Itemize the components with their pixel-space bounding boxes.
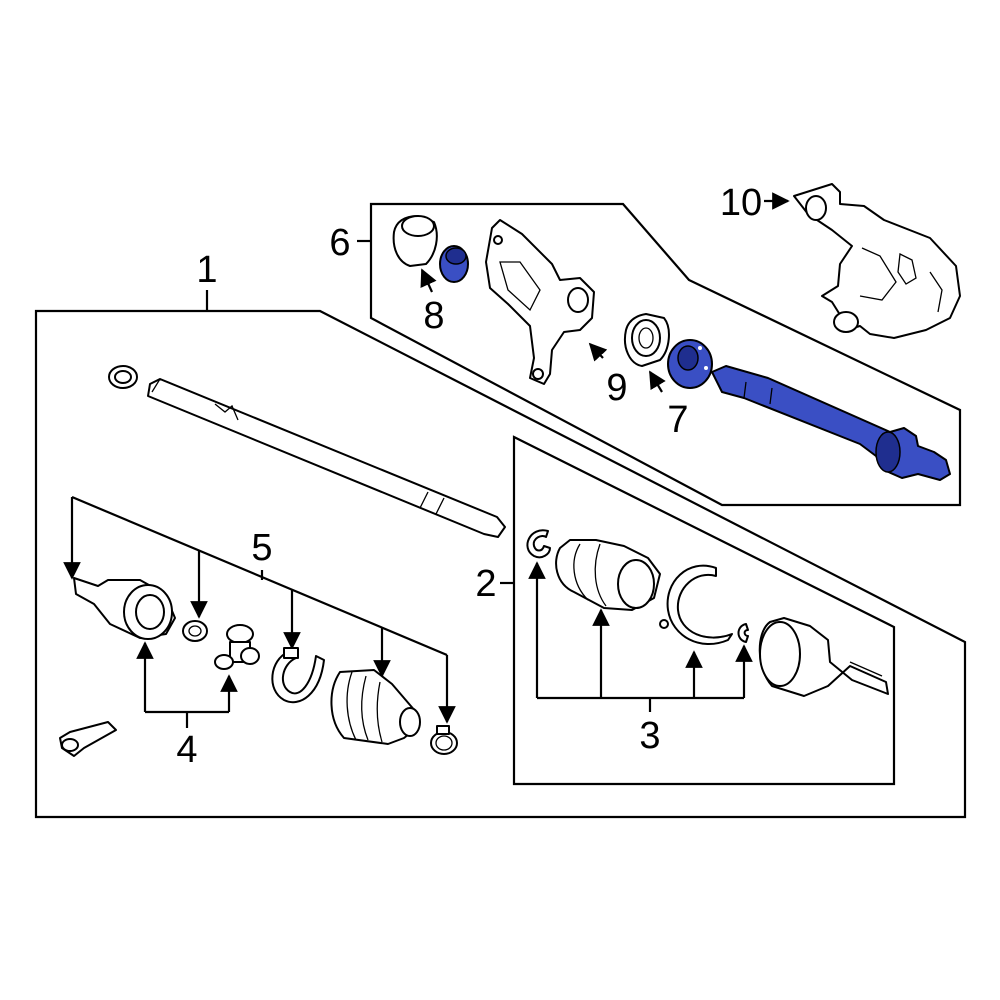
callout-4: 4: [176, 729, 197, 771]
callout-9: 9: [606, 367, 627, 409]
item-4-bracket: [136, 641, 238, 728]
leader-7: [649, 370, 666, 393]
item-3-bracket: [528, 561, 753, 712]
outer-joint: [758, 617, 889, 697]
bearing: [624, 313, 670, 367]
group-box-6: [357, 202, 962, 507]
callout-2: 2: [475, 563, 496, 605]
circlip: [526, 529, 551, 559]
inner-joint-housing: [73, 577, 176, 640]
retainer-clip: [59, 721, 117, 757]
intermediate-shaft-highlighted: [711, 365, 951, 481]
tripod-joint: [214, 624, 260, 670]
item-5-bracket: [63, 495, 456, 724]
boot-clamp-small: [430, 725, 458, 755]
callout-10: 10: [720, 182, 762, 224]
inner-boot: [330, 669, 421, 745]
boot-band-large: [271, 647, 325, 704]
bearing-cup: [392, 215, 438, 267]
callout-6: 6: [329, 222, 350, 264]
spacer-ring-inner: [188, 625, 202, 637]
group-box-2: [500, 435, 896, 786]
spacer-ring: [182, 620, 208, 642]
leader-8: [420, 268, 437, 293]
support-bracket: [485, 219, 595, 385]
heat-shield: [793, 183, 961, 339]
callout-8: 8: [423, 295, 444, 337]
callout-1: 1: [196, 249, 217, 291]
callout-5: 5: [251, 527, 272, 569]
boot-band-outer: [659, 564, 733, 645]
axle-shaft: [108, 365, 506, 538]
callout-7: 7: [667, 399, 688, 441]
snap-ring-small: [737, 623, 749, 643]
seal-highlighted: [439, 245, 469, 283]
dust-seal-highlighted: [667, 339, 713, 389]
leader-9: [588, 342, 608, 362]
group-box-1: [34, 290, 967, 819]
callout-3: 3: [639, 715, 660, 757]
outer-boot: [555, 539, 661, 611]
